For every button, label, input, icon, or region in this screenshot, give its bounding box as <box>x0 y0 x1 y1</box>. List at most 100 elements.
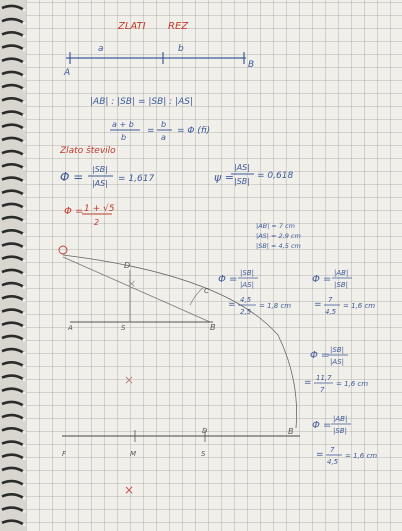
calc1-eq1-den: 2,5 <box>240 308 252 316</box>
spiral-hole <box>22 193 26 197</box>
spiral-hole <box>22 87 26 91</box>
svg-text:×: × <box>124 373 134 387</box>
proportion-mid-den: a <box>161 133 166 142</box>
spiral-ring <box>1 347 25 355</box>
spiral-hole <box>22 510 26 514</box>
spiral-hole <box>22 21 26 25</box>
calc3-eq-value: = 1,6 cm <box>345 452 377 460</box>
spiral-ring <box>1 202 25 210</box>
svg-text:Φ =: Φ = <box>60 170 83 184</box>
spiral-hole <box>22 338 26 342</box>
spiral-ring <box>1 242 25 249</box>
spiral-hole <box>22 100 26 104</box>
calc2-eq-den: 7 <box>320 386 325 394</box>
calc2-eq-value: = 1,6 cm <box>336 380 368 388</box>
spiral-binding <box>0 0 26 531</box>
spiral-ring <box>1 453 25 460</box>
spiral-ring <box>1 493 25 500</box>
calc2-den: |AS| <box>330 358 344 366</box>
segment-point-b: B <box>248 60 254 70</box>
section-title: Zlato število <box>59 145 116 156</box>
spiral-hole <box>22 457 26 461</box>
spiral-ring <box>1 334 25 342</box>
spiral-hole <box>22 153 26 157</box>
spiral-ring <box>1 255 25 262</box>
phi-def-den: |AS| <box>92 179 108 188</box>
svg-text:=: = <box>147 126 155 136</box>
spiral-ring <box>1 70 25 78</box>
calc1-eq1-num: 4,5 <box>240 296 252 304</box>
spiral-ring <box>1 123 25 130</box>
spiral-hole <box>22 444 26 448</box>
calc3-eq-den: 4,5 <box>327 458 339 466</box>
phi-def-value: = 1,617 <box>118 174 154 184</box>
spiral-ring <box>1 519 25 526</box>
psi-num: |AS| <box>234 163 250 172</box>
spiral-hole <box>22 48 26 52</box>
spiral-ring <box>1 149 25 157</box>
phi-formula-den: 2 <box>94 218 99 227</box>
calc3-eq-num: 7 <box>330 446 335 454</box>
spiral-ring <box>1 97 25 104</box>
construction-point-d: D <box>124 261 130 270</box>
spiral-hole <box>22 61 26 65</box>
spiral-ring <box>1 400 25 408</box>
spiral-ring <box>1 295 25 302</box>
heading-title: ZLATI <box>117 21 146 32</box>
spiral-ring <box>1 466 25 474</box>
segment-label-a: a <box>98 44 104 54</box>
calc2-eq-num: 11,7 <box>316 374 332 382</box>
construction-point-b: B <box>210 323 216 332</box>
psi-den: |SB| <box>234 177 250 186</box>
svg-text:×: × <box>127 277 136 290</box>
spiral-hole <box>22 404 26 408</box>
calc1-eq2-value: = 1,6 cm <box>343 302 375 310</box>
spiral-ring <box>1 136 25 144</box>
spiral-hole <box>22 8 26 12</box>
calc1-den2: |SB| <box>334 281 348 289</box>
proportion-denominator: b <box>121 133 126 142</box>
spiral-hole <box>22 272 26 276</box>
spiral-ring <box>1 281 25 289</box>
calc1-lhs: Φ = <box>218 274 237 285</box>
spiral-ring <box>1 308 25 315</box>
proportion-numerator: a + b <box>112 120 134 129</box>
spiral-hole <box>22 180 26 184</box>
calc3-lhs: Φ = <box>312 420 331 431</box>
spiral-hole <box>22 298 26 302</box>
spiral-ring <box>1 479 25 487</box>
spiral-ring <box>1 110 25 117</box>
spiral-hole <box>22 523 26 527</box>
phi-def-num: |SB| <box>92 165 108 174</box>
segment-point-a: A <box>63 68 70 78</box>
spiral-hole <box>22 140 26 144</box>
spiral-hole <box>22 417 26 421</box>
spiral-ring <box>1 387 25 394</box>
construction-point-b2: B <box>288 427 294 436</box>
spiral-ring <box>1 321 25 328</box>
spiral-ring <box>1 506 25 513</box>
spiral-hole <box>22 483 26 487</box>
spiral-hole <box>22 232 26 236</box>
spiral-ring <box>1 31 25 38</box>
construction-point-c: C <box>204 287 209 295</box>
spiral-ring <box>1 413 25 421</box>
measure-sb: |SB| = 4,5 cm <box>256 242 301 250</box>
spiral-ring <box>1 44 25 51</box>
spiral-hole <box>22 166 26 170</box>
calc1-eq1-value: = 1,8 cm <box>259 302 291 310</box>
svg-text:=: = <box>228 300 236 310</box>
construction-point-a: A <box>67 324 73 332</box>
spiral-hole <box>22 285 26 289</box>
spiral-ring <box>1 440 25 447</box>
spiral-ring <box>1 268 25 276</box>
calc1-num2: |AB| <box>334 269 348 277</box>
measure-as: |AS| = 2,9 cm <box>256 232 301 240</box>
spiral-hole <box>22 74 26 78</box>
calc1-num: |SB| <box>240 269 254 277</box>
spiral-hole <box>22 206 26 210</box>
spiral-hole <box>22 127 26 131</box>
spiral-hole <box>22 470 26 474</box>
